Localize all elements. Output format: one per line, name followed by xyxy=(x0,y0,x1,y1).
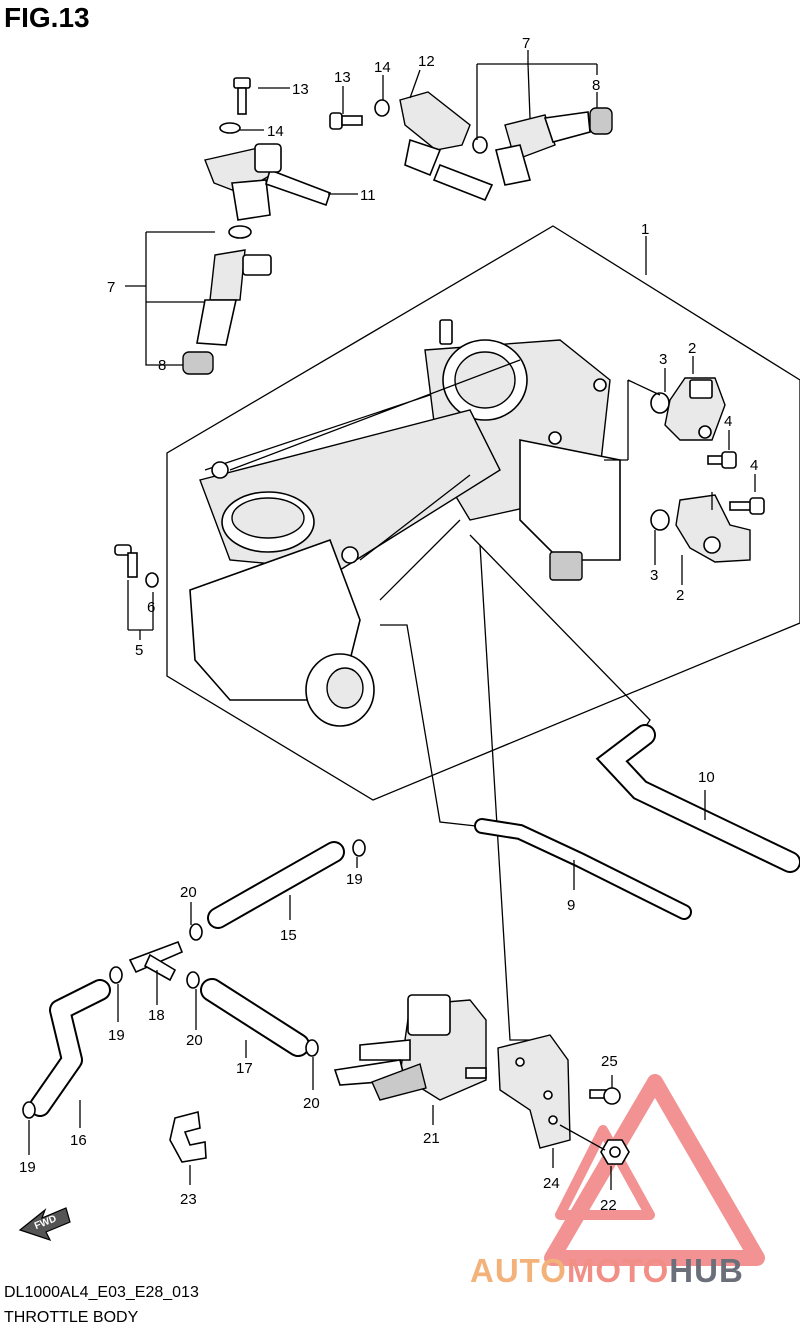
callout-14-left: 14 xyxy=(267,123,284,140)
screw-4-upper-icon xyxy=(707,451,737,469)
callout-7-left: 7 xyxy=(107,279,115,296)
callout-25: 25 xyxy=(601,1053,618,1070)
callout-23: 23 xyxy=(180,1191,197,1208)
o-ring-3-upper-icon xyxy=(650,392,670,414)
callout-19-middle: 19 xyxy=(108,1027,125,1044)
figure-title: FIG.13 xyxy=(4,2,90,33)
bolt-25-icon xyxy=(589,1087,621,1105)
callout-20-upper: 20 xyxy=(180,884,197,901)
callout-7-right: 7 xyxy=(522,35,530,52)
hose-15-icon xyxy=(207,841,345,929)
o-ring-left-icon xyxy=(228,225,252,239)
callout-20-middle: 20 xyxy=(186,1032,203,1049)
callout-8-left: 8 xyxy=(158,357,166,374)
hose-16-icon xyxy=(29,979,111,1117)
callout-15: 15 xyxy=(280,927,297,944)
callout-19-lower: 19 xyxy=(19,1159,36,1176)
o-ring-14-right-icon xyxy=(374,99,390,117)
callout-24: 24 xyxy=(543,1175,560,1192)
figure-name: THROTTLE BODY xyxy=(4,1309,139,1326)
clip-23-icon xyxy=(169,1110,207,1163)
callout-18: 18 xyxy=(148,1007,165,1024)
callout-11: 11 xyxy=(360,187,376,204)
bracket-24-icon xyxy=(497,1034,571,1149)
fuel-pipe-12-icon xyxy=(399,91,494,202)
callout-19-upper: 19 xyxy=(346,871,363,888)
throttle-body-assembly xyxy=(189,319,621,727)
callout-4-lower: 4 xyxy=(750,457,758,474)
screw-5-icon xyxy=(114,544,138,578)
washer-6-icon xyxy=(145,572,159,588)
brand-part-auto: AUTO xyxy=(470,1252,567,1289)
joint-18-icon xyxy=(128,940,184,982)
figure-code: DL1000AL4_E03_E28_013 xyxy=(4,1284,199,1301)
callout-13-left: 13 xyxy=(292,81,309,98)
callout-9: 9 xyxy=(567,897,575,914)
callout-10: 10 xyxy=(698,769,715,786)
fuel-injector-7-left-icon xyxy=(196,249,272,346)
brand-part-moto: MOTO xyxy=(566,1252,670,1289)
forward-arrow-icon: FWD xyxy=(18,1207,71,1242)
callout-2-upper: 2 xyxy=(688,340,696,357)
assembly-outline xyxy=(166,225,800,801)
callout-12: 12 xyxy=(418,53,435,70)
o-ring-14-left-icon xyxy=(219,122,241,134)
brand-part-hub: HUB xyxy=(669,1252,744,1289)
callout-22: 22 xyxy=(600,1197,617,1214)
callout-17: 17 xyxy=(236,1060,253,1077)
callout-8-right: 8 xyxy=(592,77,600,94)
callout-14-right: 14 xyxy=(374,59,391,76)
callout-4-upper: 4 xyxy=(724,413,732,430)
callout-1: 1 xyxy=(641,221,649,238)
callout-2-lower: 2 xyxy=(676,587,684,604)
callout-13-right: 13 xyxy=(334,69,351,86)
fuel-injector-7-right-icon xyxy=(495,111,591,186)
hose-10-icon xyxy=(595,724,800,873)
cushion-8-left-icon xyxy=(182,351,214,375)
cushion-8-right-icon xyxy=(589,107,613,135)
sensor-2-lower-icon xyxy=(675,494,751,563)
callout-5: 5 xyxy=(135,642,143,659)
screw-4-lower-icon xyxy=(729,497,765,515)
clamp-icon xyxy=(22,839,366,1119)
watermark-brand: AUTOMOTOHUB xyxy=(470,1252,744,1290)
bolt-13-right-icon xyxy=(329,112,363,130)
callout-20-lower: 20 xyxy=(303,1095,320,1112)
solenoid-valve-21-icon xyxy=(333,994,487,1101)
sensor-2-upper-icon xyxy=(664,377,726,441)
callout-6: 6 xyxy=(147,599,155,616)
o-ring-7-right-icon xyxy=(472,136,488,154)
callout-3-upper: 3 xyxy=(659,351,667,368)
fuel-delivery-pipe-left xyxy=(204,143,332,221)
callout-16: 16 xyxy=(70,1132,87,1149)
callout-3-lower: 3 xyxy=(650,567,658,584)
nut-22-icon xyxy=(600,1139,630,1165)
watermark-triangle-icon xyxy=(544,1074,765,1266)
hose-9-icon xyxy=(474,818,692,920)
o-ring-3-lower-icon xyxy=(650,509,670,531)
callout-21: 21 xyxy=(423,1130,440,1147)
hose-17-icon xyxy=(200,978,310,1057)
bolt-13-left-icon xyxy=(233,77,251,115)
